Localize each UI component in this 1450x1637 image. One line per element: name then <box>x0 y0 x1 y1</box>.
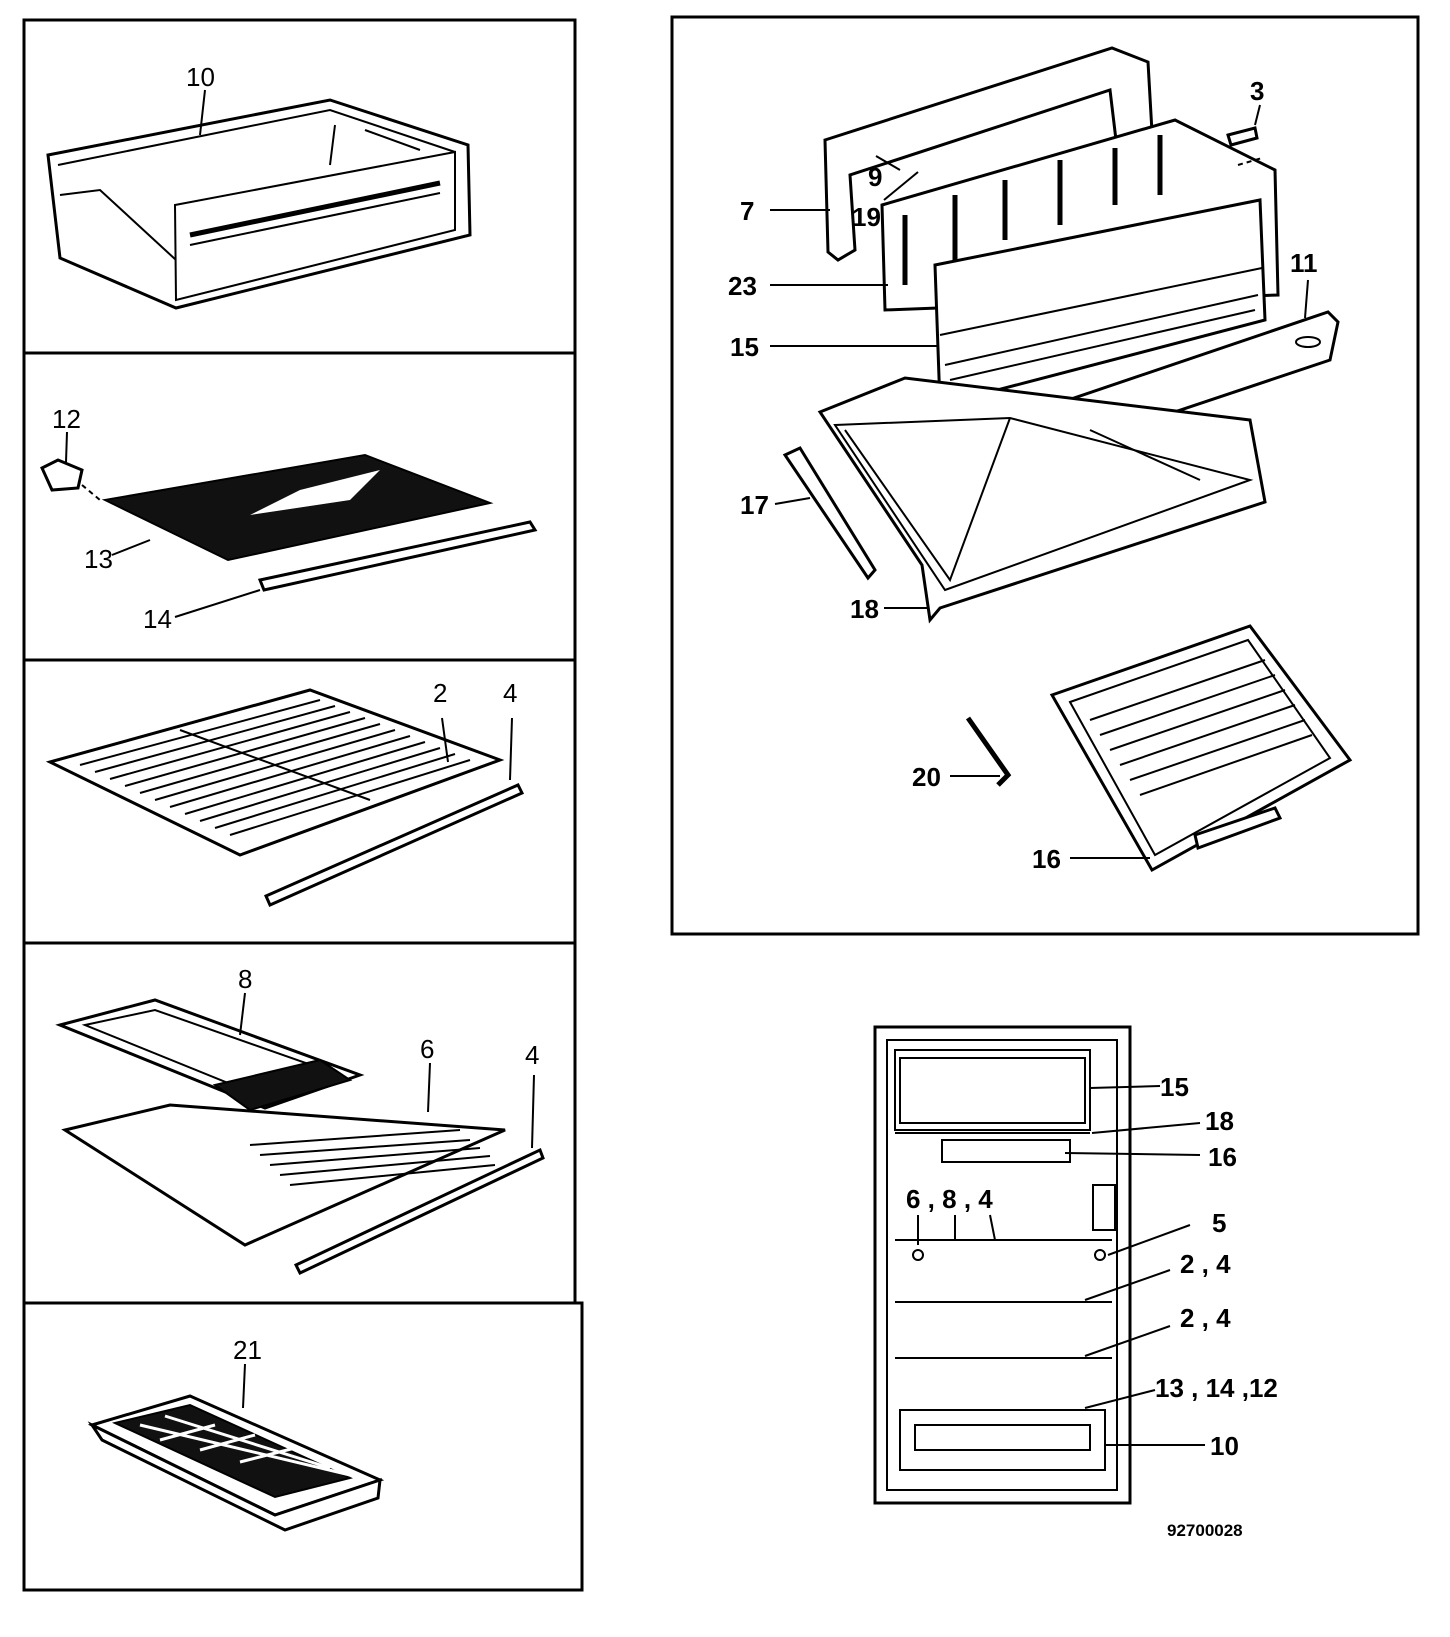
leader-ov-4 <box>989 1214 996 1241</box>
label-20: 20 <box>912 762 941 792</box>
label-4-tray: 4 <box>525 1040 539 1070</box>
label-13: 13 <box>84 544 113 574</box>
panel-freezer-assembly-frame <box>670 15 1420 936</box>
leader-14 <box>174 589 261 618</box>
label-19: 19 <box>852 202 881 232</box>
leader-9 <box>875 155 901 171</box>
drawing-code: 92700028 <box>1167 1521 1243 1540</box>
label-overview-15: 15 <box>1160 1072 1189 1102</box>
label-10-crisper: 10 <box>186 62 215 92</box>
label-12: 12 <box>52 404 81 434</box>
label-17: 17 <box>740 490 769 520</box>
leader-10-crisper <box>199 89 206 136</box>
leader-4-tray <box>531 1074 535 1149</box>
label-4-wire: 4 <box>503 678 517 708</box>
label-7: 7 <box>740 196 754 226</box>
label-3: 3 <box>1250 76 1264 106</box>
label-23: 23 <box>728 271 757 301</box>
panel-ice-tray-frame <box>22 1301 584 1592</box>
leader-ov-2-4-a <box>1084 1269 1171 1301</box>
wire-shelf-illustration <box>45 688 525 907</box>
leader-6 <box>427 1062 431 1113</box>
leader-ov-5 <box>1107 1224 1191 1256</box>
label-overview-18: 18 <box>1205 1106 1234 1136</box>
tray-shelf-illustration <box>55 998 545 1275</box>
fridge-overview-illustration <box>873 1025 1132 1505</box>
label-8: 8 <box>238 964 252 994</box>
leader-8 <box>239 992 246 1036</box>
ice-tray-illustration <box>87 1394 385 1532</box>
leader-17 <box>774 497 811 505</box>
label-overview-16: 16 <box>1208 1142 1237 1172</box>
label-overview-10: 10 <box>1210 1431 1239 1461</box>
label-15: 15 <box>730 332 759 362</box>
leader-ov-15 <box>1089 1085 1161 1089</box>
leader-ov-18 <box>1091 1122 1201 1134</box>
leader-2 <box>441 717 449 763</box>
crisper-drawer-illustration <box>46 98 472 310</box>
label-6: 6 <box>420 1034 434 1064</box>
label-21: 21 <box>233 1335 262 1365</box>
leader-21 <box>242 1363 246 1409</box>
leader-ov-13 <box>1084 1389 1156 1409</box>
label-18: 18 <box>850 594 879 624</box>
label-2: 2 <box>433 678 447 708</box>
freezer-assembly-illustration <box>782 46 1353 873</box>
label-overview-6-8-4: 6 , 8 , 4 <box>906 1184 993 1214</box>
glass-shelf-illustration <box>40 453 538 592</box>
leader-ov-2-4-b <box>1084 1325 1171 1357</box>
label-14: 14 <box>143 604 172 634</box>
leader-13 <box>111 539 151 556</box>
leader-19 <box>883 171 919 201</box>
leader-ov-16 <box>1064 1152 1201 1156</box>
label-9: 9 <box>868 162 882 192</box>
label-overview-2-4-lower: 2 , 4 <box>1180 1303 1231 1333</box>
leader-4-wire <box>509 717 513 781</box>
leader-11 <box>1304 279 1309 319</box>
leader-12 <box>65 431 68 463</box>
label-overview-2-4-upper: 2 , 4 <box>1180 1249 1231 1279</box>
label-overview-5: 5 <box>1212 1208 1226 1238</box>
label-16: 16 <box>1032 844 1061 874</box>
leader-3 <box>1254 104 1261 126</box>
label-overview-13-14-12: 13 , 14 ,12 <box>1155 1373 1278 1403</box>
label-11: 11 <box>1290 248 1318 278</box>
